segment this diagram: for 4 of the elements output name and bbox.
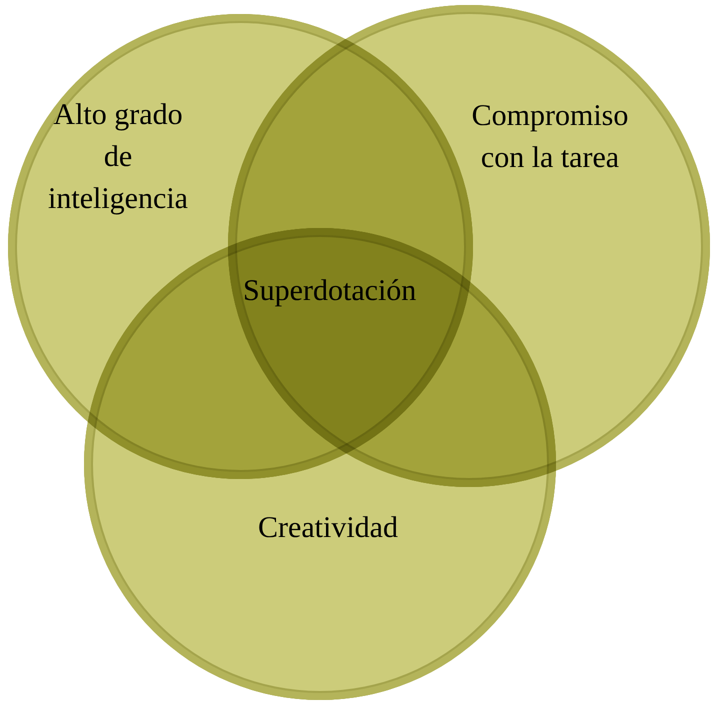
circle-label: Alto grado de inteligencia	[48, 97, 188, 217]
circle-label: Creatividad	[258, 510, 398, 546]
overlap-label: Superdotación	[243, 274, 416, 308]
circle-label: Compromiso con la tarea	[472, 98, 628, 176]
